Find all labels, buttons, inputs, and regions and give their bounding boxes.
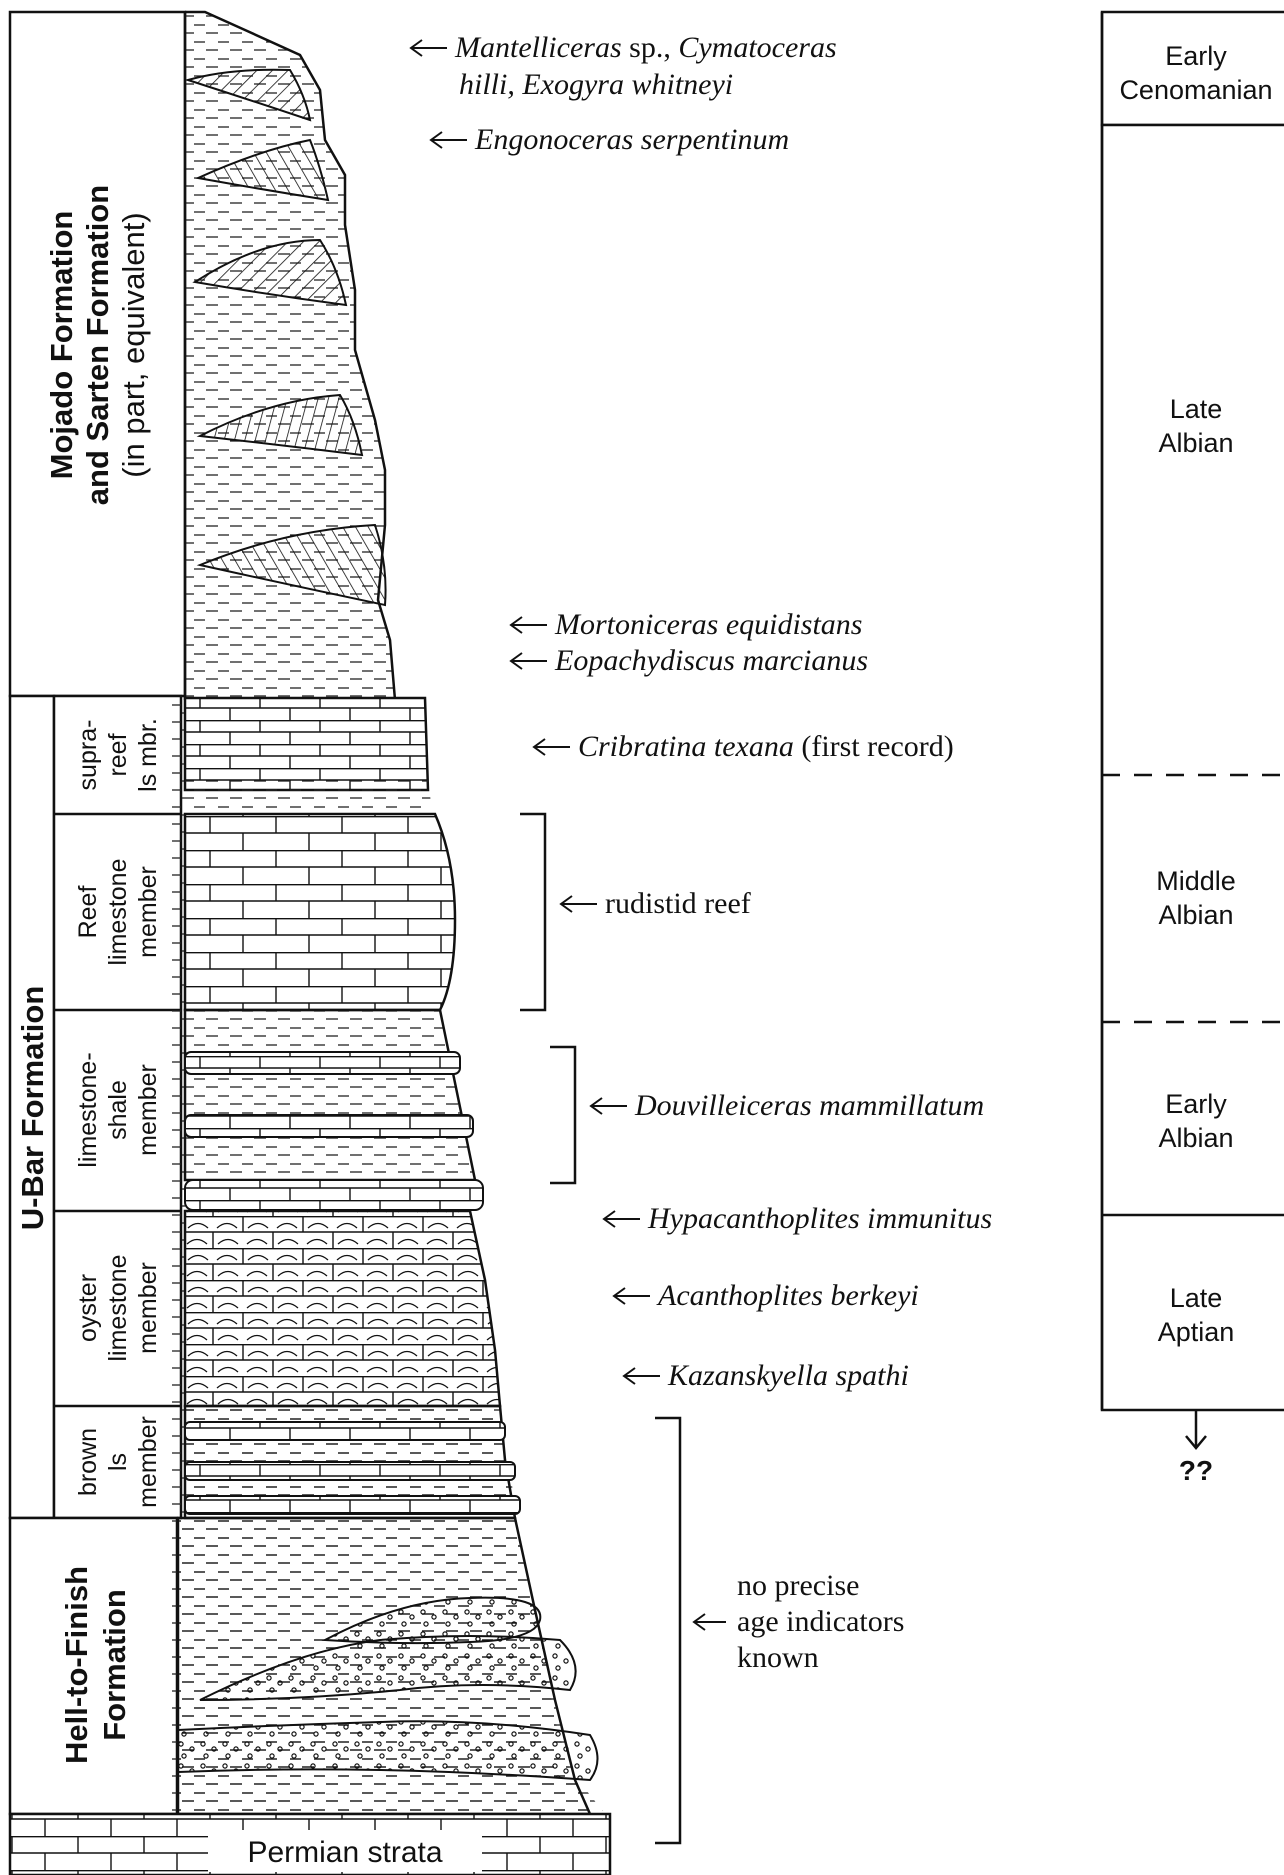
arrowhead-engonoceras [429, 131, 443, 149]
supra-shale [185, 775, 432, 814]
age-3-line-1: Middle [1156, 866, 1236, 896]
lens-5 [196, 523, 387, 607]
brackets [520, 812, 682, 1845]
age-2-line-1: Late [1170, 394, 1223, 424]
member-brown-label-line-3: member [134, 1416, 162, 1508]
member-lsshale-label-line-2: shale [104, 1080, 132, 1140]
formation-columns [8, 10, 187, 1816]
member-brown-label-line-2: ls [104, 1453, 132, 1471]
member-oyster-label-line-1: oyster [74, 1274, 102, 1342]
age-4-line-2: Albian [1158, 1123, 1233, 1153]
ubar-formation-label: U-Bar Formation [15, 986, 50, 1231]
mojado-formation-label-line-1: Mojado Formation [44, 211, 79, 480]
lens-4 [196, 393, 364, 457]
fossil-mantelliceras: Mantelliceras sp., Cymatoceras [454, 31, 837, 64]
fossil-mortoniceras: Mortoniceras equidistans [554, 608, 863, 641]
member-oyster-label-line-3: member [134, 1262, 162, 1354]
member-supra-label-line-1: supra- [74, 720, 102, 791]
arrowhead-hypacanthoplites [602, 1210, 616, 1228]
reef-limestone [183, 812, 457, 1012]
member-oyster-label-line-2: limestone [104, 1255, 132, 1362]
fossil-mantelliceras-line-2: hilli, Exogyra whitneyi [459, 68, 733, 101]
lens-2 [194, 138, 330, 202]
fossil-rudistid: rudistid reef [605, 887, 751, 920]
hell-box [8, 1516, 179, 1816]
oyster-body [183, 1209, 502, 1408]
member-lsshale-label-line-1: limestone- [74, 1052, 102, 1167]
lsshale-body [183, 1008, 477, 1182]
member-brown-label-line-1: brown [74, 1428, 102, 1496]
fossil-hypacanthoplites: Hypacanthoplites immunitus [647, 1202, 992, 1235]
arrowhead-no-age [692, 1613, 706, 1631]
sand-lens-2 [199, 1635, 577, 1701]
fossil-eopachydiscus: Eopachydiscus marcianus [554, 644, 868, 677]
fossil-kazanskyella: Kazanskyella spathi [667, 1359, 909, 1392]
age-unknown: ?? [1179, 1455, 1213, 1486]
member-col [52, 694, 183, 1520]
permian-label: Permian strata [247, 1836, 442, 1869]
arrowhead-mantelliceras [409, 39, 423, 57]
age-column [1100, 10, 1284, 1450]
arrowhead-douvilleiceras [589, 1097, 603, 1115]
lens-3 [192, 238, 348, 307]
no-age-note-line-1: no precise [737, 1569, 859, 1602]
age-1-line-2: Cenomanian [1119, 75, 1272, 105]
hell-formation-label-line-2: Formation [97, 1589, 132, 1741]
hell-formation-label-line-1: Hell-to-Finish [59, 1566, 94, 1764]
arrowhead-kazanskyella [622, 1367, 636, 1385]
mojado-formation-label-line-2: and Sarten Formation [80, 185, 115, 505]
ubar-box [8, 694, 56, 1520]
lithology-column [8, 10, 612, 1875]
member-supra-label-line-3: ls mbr. [134, 718, 162, 792]
age-5-line-2: Aptian [1158, 1317, 1235, 1347]
arrowhead-eopachydiscus [509, 652, 523, 670]
sand-lens-3 [177, 1720, 599, 1782]
arrowhead-mortoniceras [509, 616, 523, 634]
member-reef-label-line-1: Reef [74, 886, 102, 939]
mojado-box [8, 10, 187, 698]
fossil-acanthoplites: Acanthoplites berkeyi [656, 1279, 919, 1312]
arrowhead-acanthoplites [612, 1287, 626, 1305]
age-4-line-1: Early [1165, 1089, 1227, 1119]
age-5-line-1: Late [1170, 1283, 1223, 1313]
age-1-line-1: Early [1165, 41, 1227, 71]
member-reef-label-line-2: limestone [104, 859, 132, 966]
fossil-cribratina: Cribratina texana (first record) [578, 730, 954, 763]
fossil-engonoceras: Engonoceras serpentinum [474, 123, 789, 156]
ubar-formation-label-line-1: U-Bar Formation [15, 986, 50, 1231]
member-reef-label-line-3: member [134, 866, 162, 958]
age-2-line-2: Albian [1158, 428, 1233, 458]
arrowhead-rudistid [559, 895, 573, 913]
lens-1 [184, 68, 312, 122]
member-supra-label-line-2: reef [104, 733, 132, 776]
member-lsshale-label-line-3: member [134, 1064, 162, 1156]
age-3-line-2: Albian [1158, 900, 1233, 930]
no-age-note-line-2: age indicators [737, 1605, 904, 1638]
fossil-douvilleiceras: Douvilleiceras mammillatum [634, 1089, 984, 1122]
arrowhead-cribratina [532, 738, 546, 756]
no-age-note-line-3: known [737, 1641, 819, 1674]
mojado-formation-label-line-3: (in part, equivalent) [116, 212, 151, 477]
